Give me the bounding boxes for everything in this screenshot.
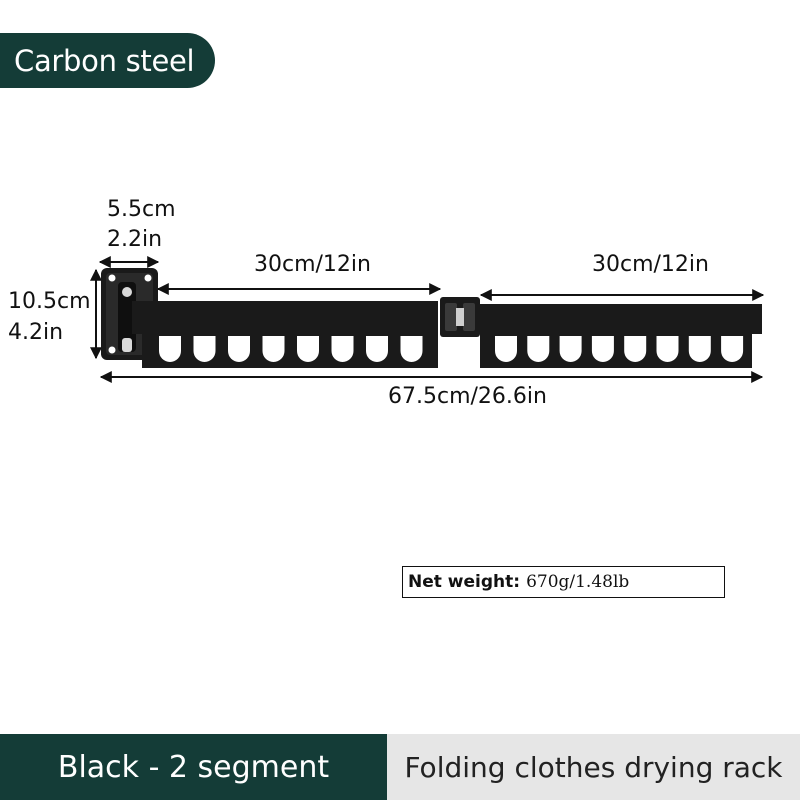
material-label: Carbon steel [14,43,195,78]
hanging-slot-1-2 [193,336,216,362]
arm1-length-label: 30cm/12in [254,252,371,277]
hanging-slot-1-5 [297,336,319,362]
hanging-slot-2-7 [688,336,711,362]
hanging-slot-1-3 [228,336,250,362]
hanging-slot-1-4 [262,336,285,362]
arm-segment-2 [480,304,762,368]
hanging-slot-2-3 [559,336,582,362]
arm2-length-label: 30cm/12in [592,252,709,277]
arm-segment-1 [132,301,438,368]
variant-banner: Black - 2 segment [0,734,387,800]
hanging-slot-1-8 [400,336,423,362]
net-weight-label: Net weight: [408,572,521,592]
folding-hinge [440,297,480,337]
hanging-slot-2-6 [656,336,679,362]
hanging-slot-1-6 [331,336,354,362]
variant-label: Black - 2 segment [57,749,330,785]
height-in-label: 4.2in [8,320,64,345]
bracket-width-in-label: 2.2in [107,227,163,252]
total-length-label: 67.5cm/26.6in [388,384,547,409]
product-name-label: Folding clothes drying rack [404,750,783,784]
hanging-slot-1-7 [366,336,388,362]
hanging-slot-2-5 [624,336,647,362]
hanging-slot-2-1 [495,336,517,362]
hanging-slot-2-4 [591,336,614,362]
net-weight-value: 670g/1.48lb [526,572,630,592]
height-cm-label: 10.5cm [8,289,91,314]
material-tag: Carbon steel [0,33,215,88]
hanging-slot-2-2 [527,336,550,362]
hanging-slot-1-1 [159,336,181,362]
product-name-banner: Folding clothes drying rack [387,734,800,800]
net-weight-box: Net weight: 670g/1.48lb [402,566,725,598]
bracket-width-cm-label: 5.5cm [107,197,176,222]
hanging-slot-2-8 [721,336,744,362]
